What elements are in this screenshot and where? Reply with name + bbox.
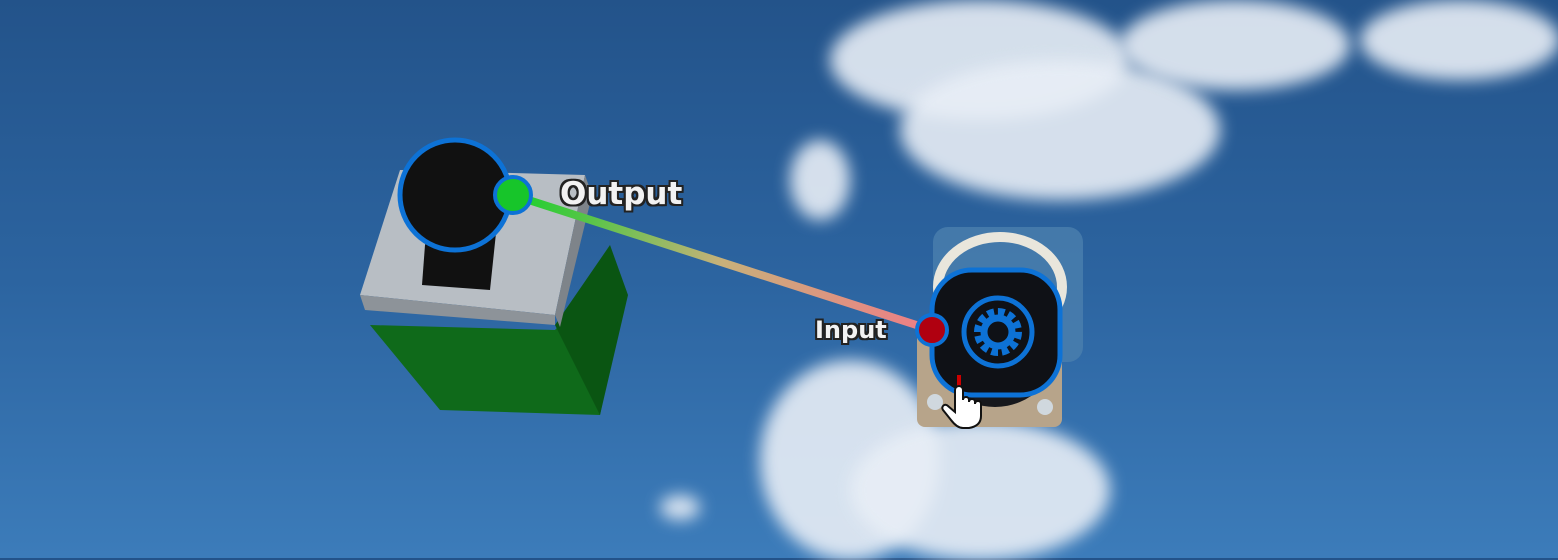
- input-node[interactable]: [915, 313, 949, 347]
- input-label: Input: [815, 316, 887, 344]
- hand-cursor-icon: [941, 375, 982, 429]
- output-node[interactable]: [493, 175, 533, 215]
- gear-icon[interactable]: [961, 295, 1035, 369]
- input-ring[interactable]: [929, 267, 1063, 398]
- output-label: Output: [560, 176, 683, 212]
